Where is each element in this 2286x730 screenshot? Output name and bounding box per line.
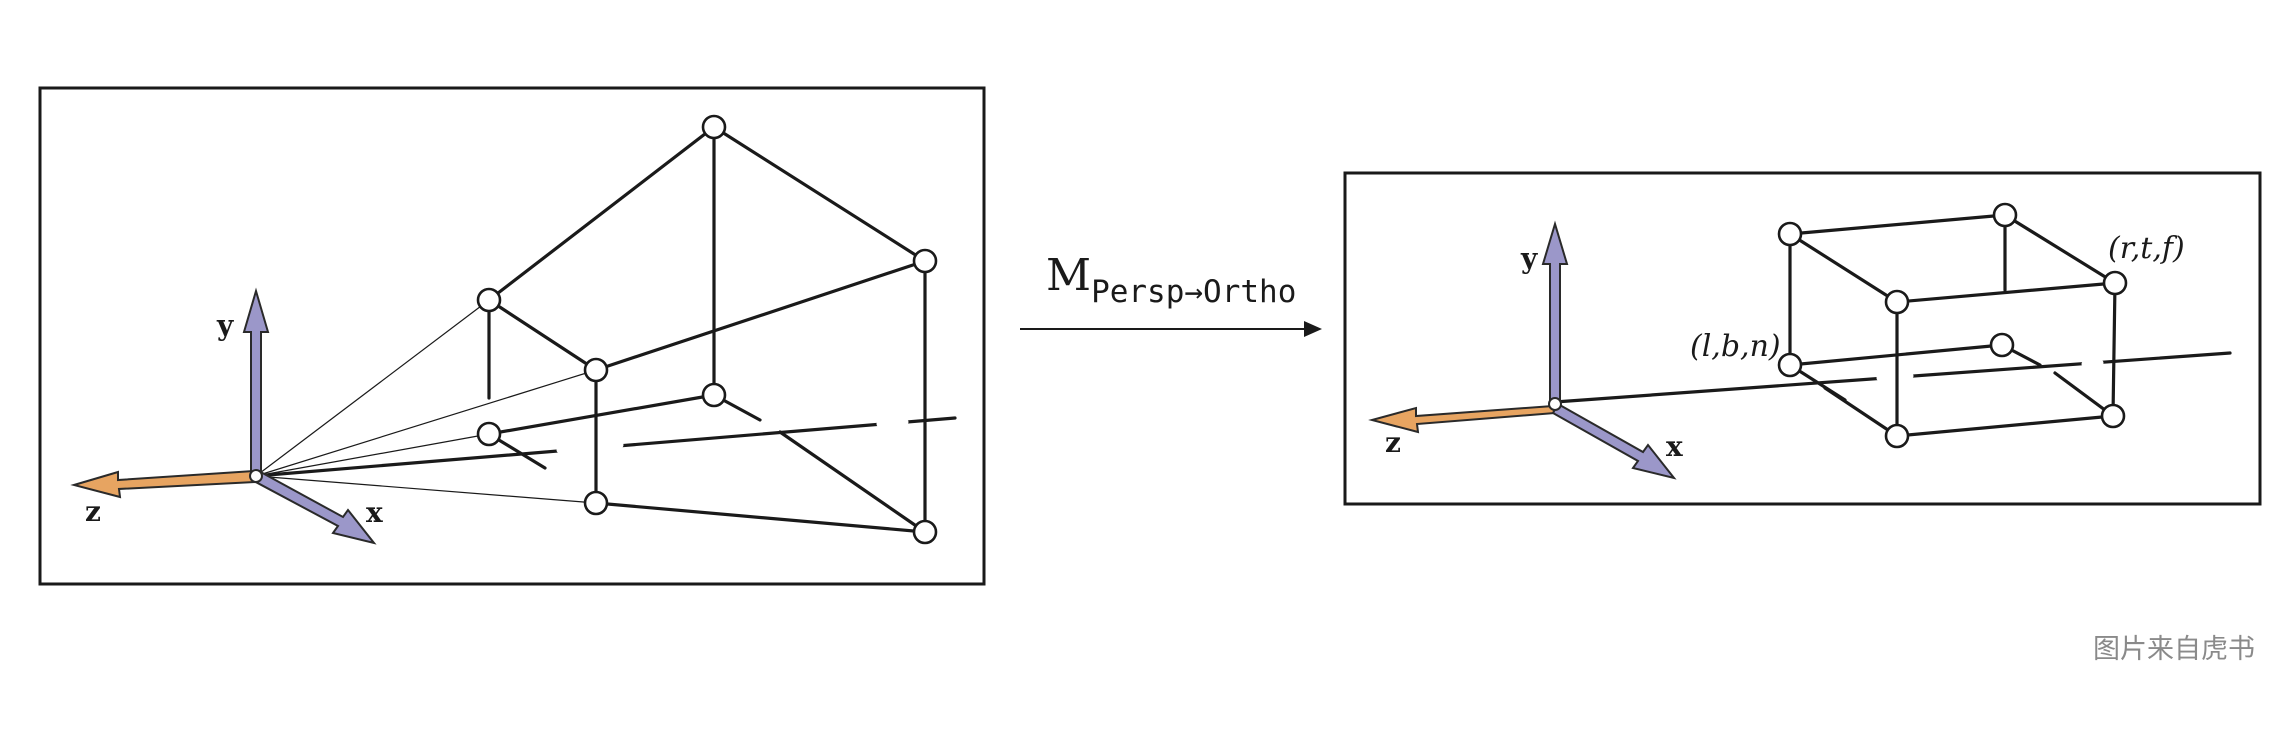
box-vertex — [1777, 221, 1803, 247]
box-vertex — [2100, 403, 2126, 429]
box-vertex — [1884, 289, 1910, 315]
box-edge — [2111, 281, 2117, 418]
frustum-vertex — [583, 490, 609, 516]
frustum-vertex — [912, 248, 938, 274]
x-axis-arrow — [250, 468, 377, 545]
frustum-edge — [712, 125, 927, 263]
frustum-vertex — [701, 382, 727, 408]
box-vertex — [1884, 423, 1910, 449]
frustum-vertex — [476, 421, 502, 447]
frustum-edge — [594, 501, 927, 534]
ortho-view-line-gap-mask-2 — [2081, 359, 2104, 368]
box-edge — [2003, 213, 2117, 285]
y-axis-label: y — [1520, 242, 1538, 275]
projector-line — [255, 475, 597, 504]
box-vertex — [1989, 332, 2015, 358]
y-axis-label: y — [216, 309, 234, 342]
frustum-edge — [594, 259, 927, 372]
box-edge — [1788, 232, 1899, 304]
frustum-view-line-gap-mask-2 — [876, 418, 909, 428]
projector-line — [255, 369, 597, 477]
frustum-vertex — [701, 114, 727, 140]
box-vertex-near-bottom-left — [1777, 352, 1803, 378]
frustum-vertex — [912, 519, 938, 545]
frustum-edge — [487, 393, 716, 436]
axes-right: y z x — [1368, 220, 1683, 480]
box-edge — [1823, 386, 1899, 438]
z-axis-arrow — [1368, 404, 1557, 434]
frustum-vertex — [583, 357, 609, 383]
ortho-view-line-gap-mask — [1876, 372, 1914, 382]
x-axis-label: x — [366, 496, 383, 529]
transform-arrow: MPersp→Ortho — [1020, 250, 1322, 337]
transform-symbol: M — [1046, 250, 1091, 301]
z-axis-arrow — [70, 469, 258, 499]
box-vertex-far-top-right — [2102, 270, 2128, 296]
frustum-edge — [778, 430, 927, 534]
frustum-view-line-gap-mask — [556, 441, 624, 454]
x-axis-arrow — [1551, 402, 1677, 480]
transform-label: MPersp→Ortho — [1046, 250, 1296, 310]
box-vertex — [1992, 202, 2018, 228]
frustum-panel-frame — [38, 86, 986, 586]
y-axis-arrow — [1541, 220, 1569, 405]
box-edge — [1895, 414, 2115, 438]
axes-left: y z x — [70, 287, 383, 545]
transform-arrow-head — [1304, 321, 1322, 337]
frustum-panel: y z x — [38, 86, 986, 586]
origin-point — [1548, 397, 1562, 411]
z-axis-label: z — [1385, 426, 1401, 459]
projector-line — [255, 433, 490, 477]
ortho-panel-frame — [1343, 171, 2262, 506]
z-axis-label: z — [85, 495, 101, 528]
ortho-panel: (l,b,n) (r,t,f) y z x — [1343, 171, 2262, 506]
frustum-edge — [487, 298, 598, 372]
frustum-vertex — [476, 287, 502, 313]
transform-subscript: Persp→Ortho — [1091, 274, 1296, 310]
watermark: 图片来自虎书 — [2093, 634, 2255, 665]
box-edge — [1788, 213, 2007, 236]
frustum-edge — [487, 125, 716, 302]
origin-point — [249, 469, 263, 483]
x-axis-label: x — [1666, 430, 1683, 463]
projector-line — [255, 299, 490, 477]
box-edge — [1895, 281, 2117, 304]
corner-label-rtf: (r,t,f) — [2108, 231, 2185, 266]
corner-label-lbn: (l,b,n) — [1690, 329, 1781, 364]
y-axis-arrow — [242, 287, 270, 473]
